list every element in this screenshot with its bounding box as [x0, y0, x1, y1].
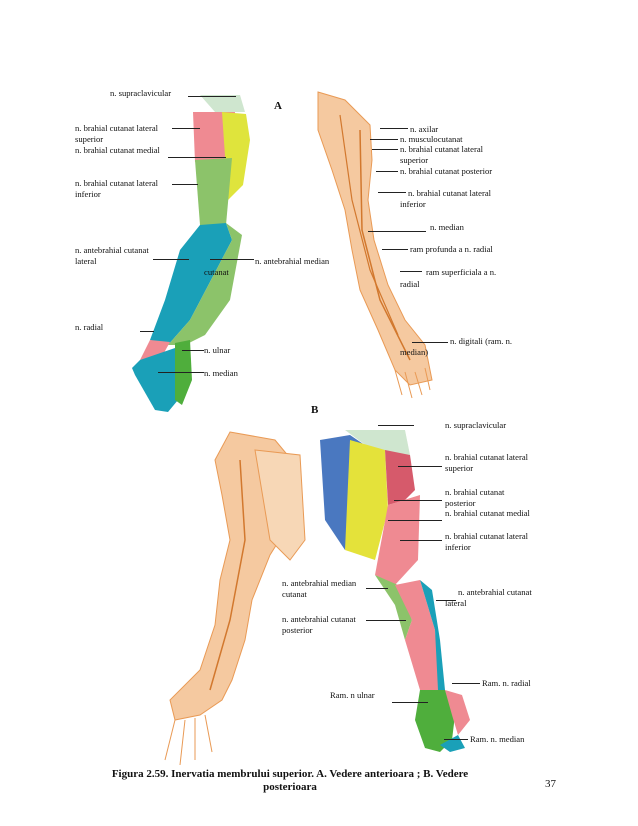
leader-line — [452, 683, 480, 684]
label-a-supraclavicular: n. supraclavicular — [110, 88, 172, 98]
label-a-musculocutanat: n. musculocutanat — [400, 134, 463, 144]
leader-line — [392, 702, 428, 703]
leader-line — [153, 259, 189, 260]
leader-line — [376, 171, 398, 172]
label-b-brahial-lateral-inf-2: inferior — [445, 542, 471, 552]
leader-line — [370, 139, 398, 140]
label-a-antebrahial-lateral-1: n. antebrahial cutanat — [75, 245, 149, 255]
leader-line — [210, 259, 254, 260]
label-a-ulnar: n. ulnar — [204, 345, 231, 355]
label-a-r-brahial-lateral-sup-1: n. brahial cutanat lateral — [400, 144, 484, 154]
leader-line — [398, 466, 442, 467]
leader-line — [182, 350, 204, 351]
leader-line — [412, 342, 448, 343]
label-b-ram-radial: Ram. n. radial — [482, 678, 531, 688]
dermatome-arm-anterior — [132, 95, 250, 412]
label-b-antebrahial-median-2: cutanat — [282, 589, 307, 599]
label-a-brahial-lateral-sup-2: superior — [75, 134, 104, 144]
label-b-ram-median: Ram. n. median — [470, 734, 525, 744]
section-a-marker: A — [274, 100, 282, 112]
label-b-antebrahial-median-1: n. antebrahial median — [282, 578, 357, 588]
label-a-r-digitali-1: n. digitali (ram. n. — [450, 336, 513, 346]
label-b-antebrahial-lateral-2: lateral — [445, 598, 467, 608]
label-b-brahial-lateral-sup-2: superior — [445, 463, 474, 473]
zone-b-radial-hand — [445, 690, 470, 735]
label-b-antebrahial-posterior-1: n. antebrahial cutanat — [282, 614, 356, 624]
leader-line — [168, 157, 226, 158]
label-b-brahial-posterior-1: n. brahial cutanat — [445, 487, 505, 497]
label-a-r-ram-superficiala-1: ram superficiala a n. — [426, 267, 497, 277]
leader-line — [380, 128, 408, 129]
zone-b-ulnar-hand — [415, 690, 455, 752]
leader-line — [388, 520, 442, 521]
label-b-antebrahial-lateral-1: n. antebrahial cutanat — [458, 587, 532, 597]
leader-line — [378, 192, 406, 193]
leader-line — [378, 425, 414, 426]
caption-line-2: posterioara — [263, 781, 317, 793]
zone-median-hand — [132, 348, 178, 412]
zone-b-brahial-lateral-superior — [385, 450, 415, 505]
leader-line — [400, 540, 442, 541]
zone-b-antebrahial-median — [375, 575, 412, 640]
leader-line — [366, 620, 406, 621]
zone-b-antebrahial-lateral — [420, 580, 445, 690]
leader-line — [158, 372, 204, 373]
label-b-brahial-lateral-inf-1: n. brahial cutanat lateral — [445, 531, 529, 541]
leader-line — [400, 271, 422, 272]
dermatome-arm-posterior — [320, 430, 470, 752]
label-b-brahial-lateral-sup-1: n. brahial cutanat lateral — [445, 452, 529, 462]
zone-b-brahial-posterior — [375, 495, 420, 585]
zone-supraclavicular — [200, 95, 245, 112]
label-a-median: n. median — [204, 368, 238, 378]
leader-line — [366, 588, 388, 589]
label-a-brahial-lateral-sup-1: n. brahial cutanat lateral — [75, 123, 159, 133]
leader-line — [444, 739, 468, 740]
nerve-arm-posterior — [164, 431, 306, 766]
label-a-r-brahial-lateral-inf-1: n. brahial cutanat lateral — [408, 188, 492, 198]
label-a-cutanat: cutanat — [204, 267, 229, 277]
zone-b-antebrahial-posterior — [395, 580, 440, 690]
leader-line — [140, 331, 154, 332]
zone-antebrahial-median — [168, 223, 242, 345]
label-a-brahial-medial: n. brahial cutanat medial — [75, 145, 160, 155]
label-b-antebrahial-posterior-2: posterior — [282, 625, 313, 635]
label-a-r-ram-profunda: ram profunda a n. radial — [410, 244, 493, 254]
label-a-r-digitali-2: median) — [400, 347, 429, 357]
label-a-axilar: n. axilar — [410, 124, 439, 134]
label-a-r-brahial-posterior: n. brahial cutanat posterior — [400, 166, 493, 176]
leader-line — [172, 128, 200, 129]
leader-line — [394, 500, 442, 501]
label-a-antebrahial-median: n. antebrahial median — [255, 256, 330, 266]
leader-line — [188, 96, 236, 97]
caption-line-1: Figura 2.59. Inervatia membrului superio… — [111, 768, 469, 780]
zone-antebrahial-lateral — [150, 223, 232, 345]
zone-b-supraclavicular — [345, 430, 410, 455]
leader-line — [172, 184, 198, 185]
label-a-r-median: n. median — [430, 222, 464, 232]
label-b-brahial-posterior-2: posterior — [445, 498, 476, 508]
leader-line — [368, 231, 426, 232]
figure-caption: Figura 2.59. Inervatia membrului superio… — [100, 768, 480, 794]
label-a-radial: n. radial — [75, 322, 104, 332]
label-b-supraclavicular: n. supraclavicular — [445, 420, 507, 430]
label-a-r-brahial-lateral-inf-2: inferior — [400, 199, 426, 209]
zone-b-yellow — [345, 440, 388, 560]
label-b-brahial-medial: n. brahial cutanat medial — [445, 508, 530, 518]
label-b-ram-ulnar: Ram. n ulnar — [330, 690, 375, 700]
nerve-arm-anterior — [317, 91, 433, 399]
label-a-antebrahial-lateral-2: lateral — [75, 256, 97, 266]
label-a-r-ram-superficiala-2: radial — [400, 279, 420, 289]
leader-line — [382, 249, 408, 250]
label-a-brahial-lateral-inf-1: n. brahial cutanat lateral — [75, 178, 159, 188]
label-a-r-brahial-lateral-sup-2: superior — [400, 155, 429, 165]
leader-line — [436, 600, 456, 601]
zone-brahial-lateral-inferior — [195, 158, 232, 225]
leader-line — [372, 149, 398, 150]
page-number: 37 — [545, 778, 556, 790]
label-a-brahial-lateral-inf-2: inferior — [75, 189, 101, 199]
section-b-marker: B — [311, 404, 319, 416]
